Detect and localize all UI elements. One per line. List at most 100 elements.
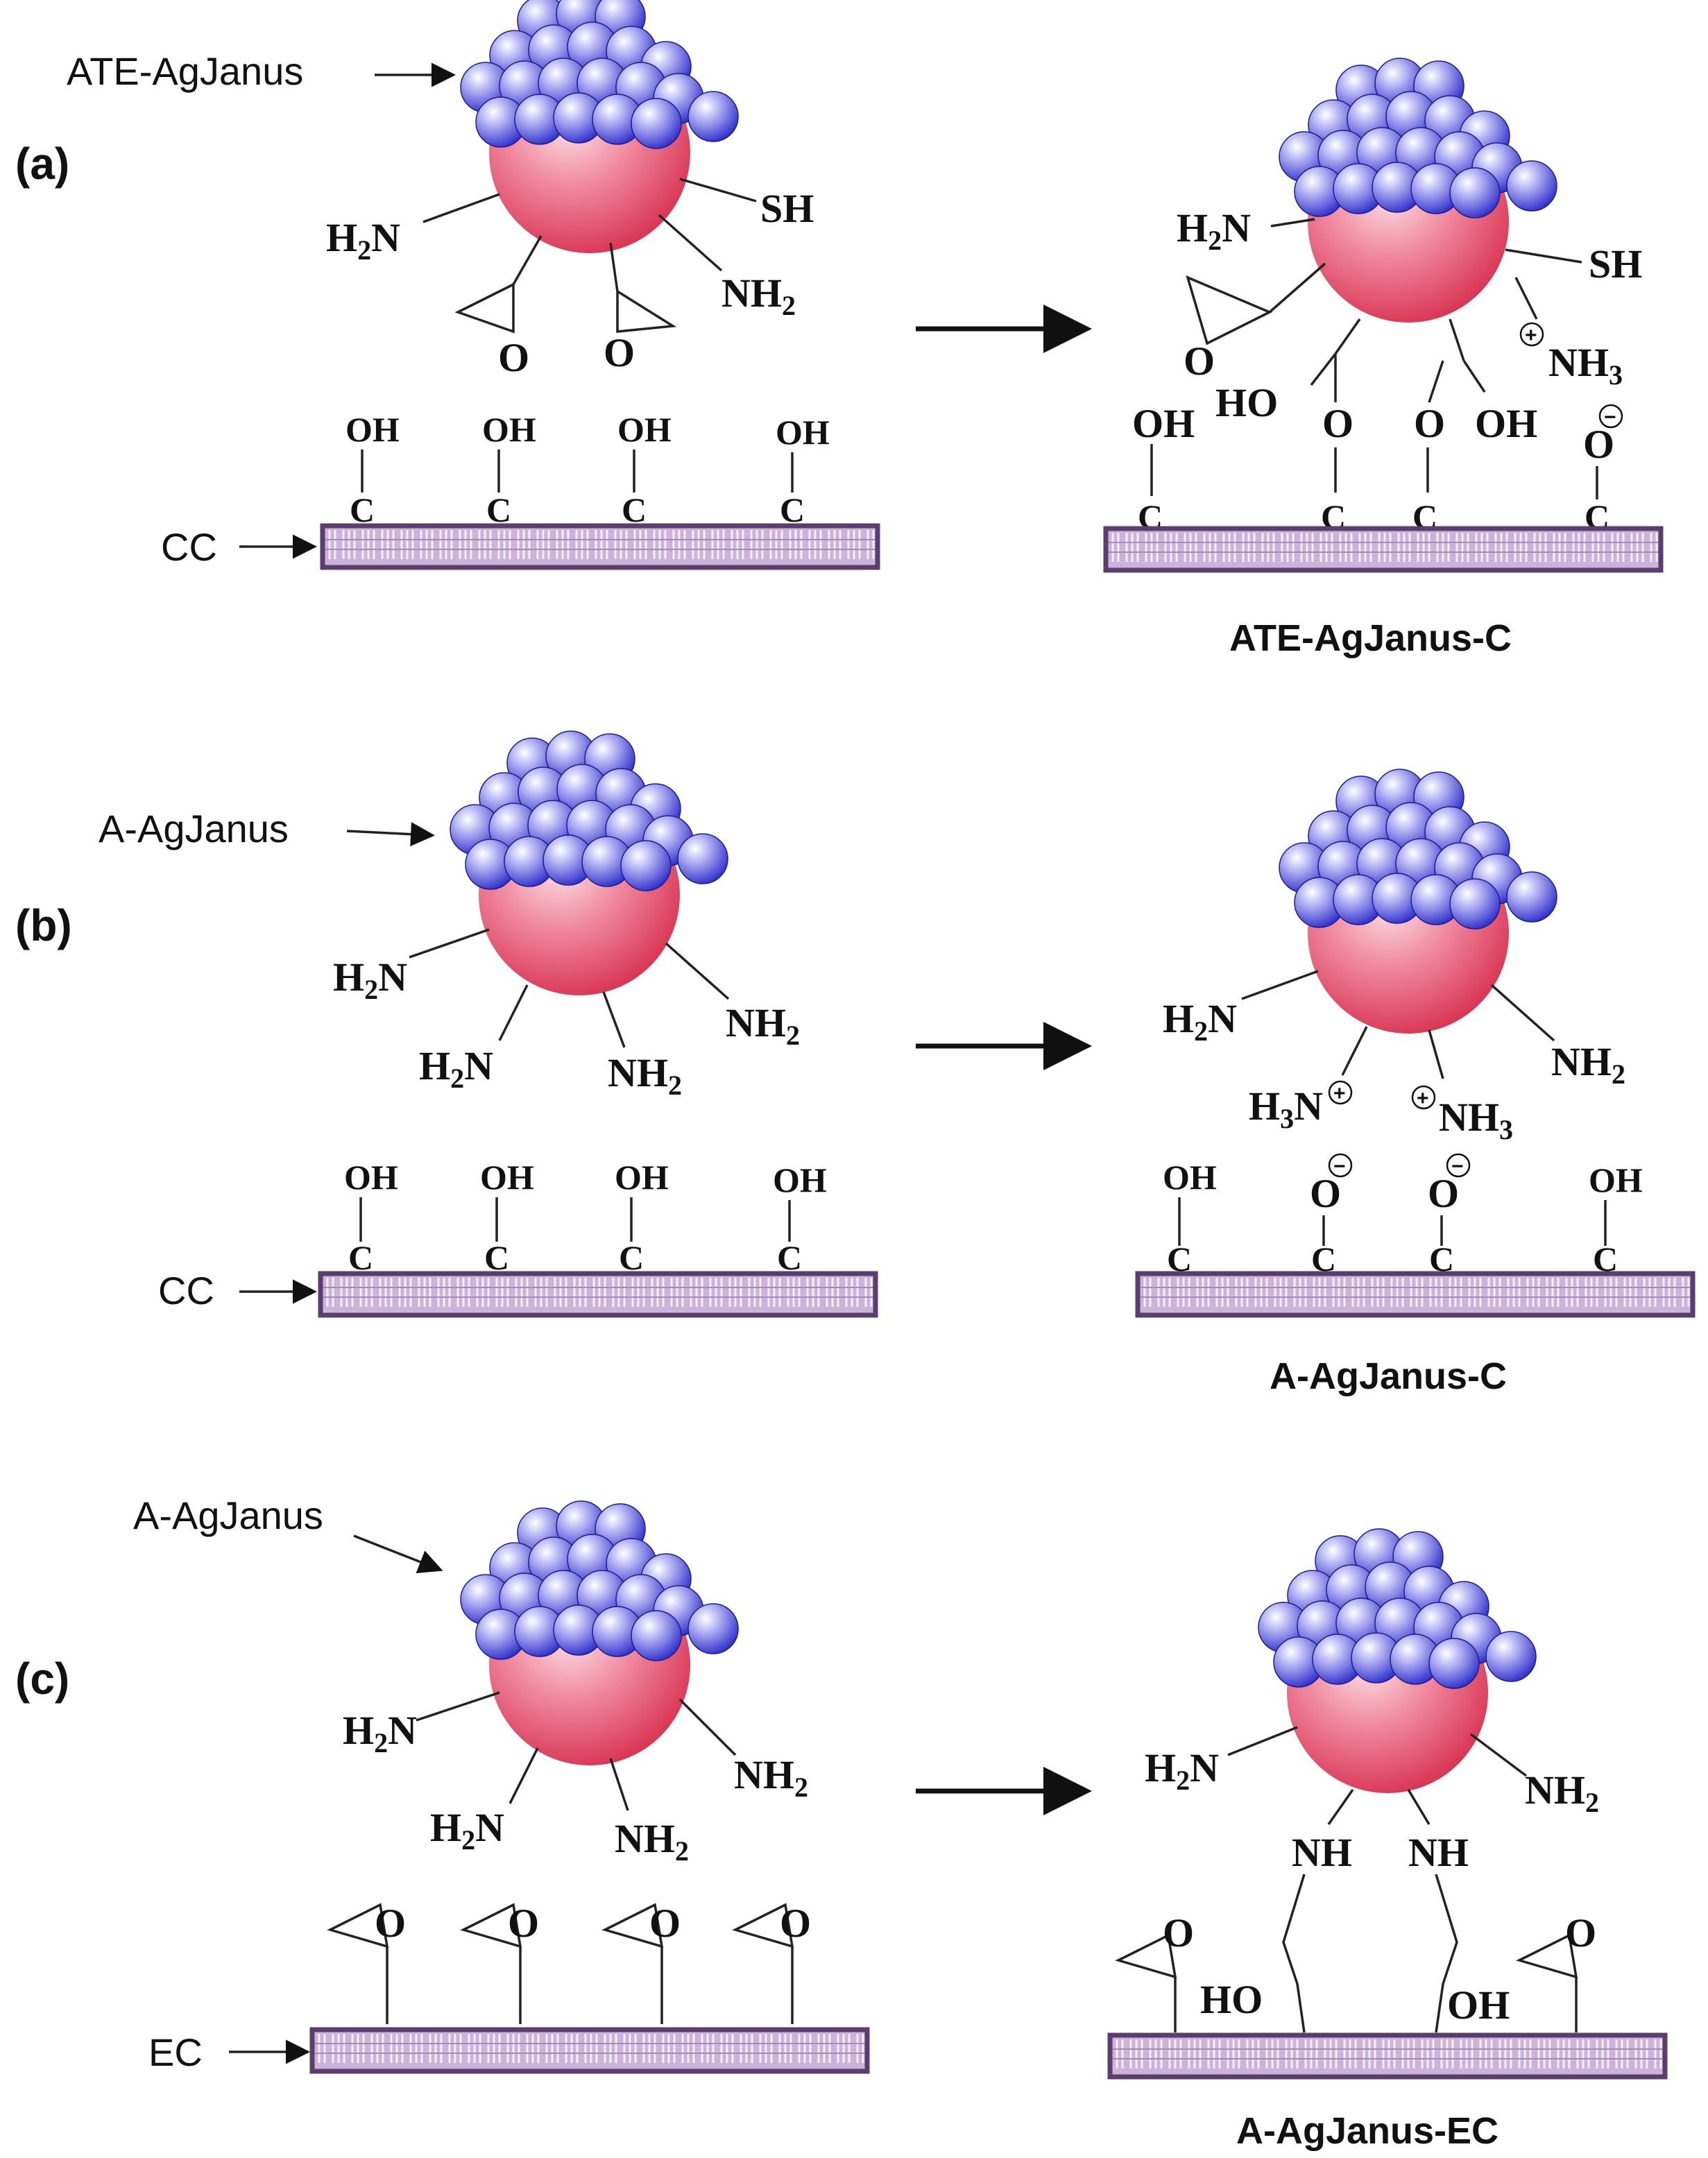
amine-group: NH2 <box>1551 1039 1625 1090</box>
amine-group: H2N <box>419 1043 493 1094</box>
svg-text:OH: OH <box>480 1158 534 1197</box>
svg-text:OH: OH <box>1132 401 1195 446</box>
amine-group: H2N <box>343 1708 417 1758</box>
svg-text:O: O <box>508 1901 539 1946</box>
svg-text:O: O <box>780 1901 811 1946</box>
panel-label: (c) <box>15 1654 69 1704</box>
epoxide-icon: O <box>454 282 529 380</box>
svg-text:OH: OH <box>345 410 400 449</box>
janus-particle-icon <box>460 1500 739 1766</box>
epoxide-icon: O <box>604 289 677 375</box>
amine-group: H2N <box>1163 996 1237 1047</box>
thiol-group: SH <box>1589 241 1642 286</box>
carbon-cloth-substrate-icon <box>323 526 878 567</box>
amine-group: H2N <box>1177 205 1251 256</box>
negative-charge-icon: − <box>1598 404 1623 429</box>
amine-group: NH2 <box>615 1816 689 1867</box>
svg-text:C: C <box>780 490 805 529</box>
epoxy-cloth-substrate-icon <box>312 2030 867 2071</box>
svg-text:O: O <box>1163 1910 1194 1955</box>
panel-label: (b) <box>15 900 72 950</box>
epoxide-sites: O O O O <box>327 1901 811 2024</box>
svg-text:O: O <box>604 330 635 375</box>
svg-text:C: C <box>619 1238 644 1277</box>
svg-text:OH: OH <box>1163 1158 1217 1197</box>
svg-text:HO: HO <box>1215 380 1278 425</box>
amine-group: H2N <box>326 215 400 266</box>
svg-text:O: O <box>1310 1171 1341 1216</box>
reactant-callout: A-AgJanus <box>99 807 289 850</box>
positive-charge-icon: + <box>1411 1085 1436 1110</box>
panel-a: (a) ATE-AgJanus H2N SH NH2 O O C C OH C O… <box>15 0 1661 659</box>
svg-text:OH: OH <box>344 1158 398 1197</box>
substrate-callout: CC <box>158 1269 214 1312</box>
callout-arrow-icon <box>353 1534 443 1574</box>
substrate-callout: EC <box>148 2030 203 2074</box>
imine-group: NH <box>1292 1830 1352 1875</box>
thiol-group: SH <box>760 186 814 231</box>
amine-group: NH2 <box>608 1050 682 1101</box>
janus-particle-icon <box>1279 58 1557 323</box>
svg-text:O: O <box>1414 401 1445 446</box>
product-label: A-AgJanus-EC <box>1236 2110 1498 2152</box>
carbon-cloth-substrate-icon <box>321 1274 876 1315</box>
carbon-cloth-substrate-icon <box>1106 529 1661 570</box>
svg-text:−: − <box>1451 1155 1464 1178</box>
svg-text:OH: OH <box>773 1161 827 1199</box>
positive-charge-icon: + <box>1519 322 1544 347</box>
svg-text:C: C <box>622 490 647 529</box>
svg-text:C: C <box>777 1238 802 1277</box>
svg-text:OH: OH <box>776 413 830 452</box>
panel-label: (a) <box>15 139 69 189</box>
reactant-callout: A-AgJanus <box>133 1493 323 1537</box>
svg-text:C: C <box>348 1238 373 1277</box>
svg-text:O: O <box>1428 1171 1459 1216</box>
svg-text:OH: OH <box>1475 401 1537 446</box>
svg-text:OH: OH <box>615 1158 669 1197</box>
janus-particle-icon <box>1279 769 1557 1034</box>
epoxide-icon: O <box>1184 262 1326 384</box>
imine-group: NH <box>1408 1830 1469 1875</box>
svg-text:OH: OH <box>1447 1983 1510 2028</box>
panel-c: (c) A-AgJanus H2N NH2 H2N NH2 O O O O EC <box>15 1493 1665 2152</box>
callout-arrow-icon <box>346 822 435 847</box>
amine-group: H2N <box>333 954 407 1005</box>
svg-text:OH: OH <box>617 410 672 449</box>
svg-text:C: C <box>484 1238 509 1277</box>
janus-particle-icon <box>460 0 739 254</box>
svg-text:O: O <box>1184 339 1215 384</box>
svg-text:+: + <box>1525 324 1537 347</box>
negative-charge-icon: − <box>1446 1153 1471 1178</box>
janus-particle-icon <box>450 730 728 996</box>
svg-text:+: + <box>1417 1087 1429 1110</box>
amine-group: H2N <box>1145 1745 1219 1796</box>
svg-text:O: O <box>375 1901 406 1946</box>
ammonium-group: H3N <box>1249 1084 1323 1134</box>
svg-text:−: − <box>1333 1155 1346 1178</box>
svg-text:−: − <box>1604 406 1616 429</box>
svg-text:O: O <box>1583 422 1614 467</box>
amine-group: NH2 <box>721 271 796 321</box>
svg-text:O: O <box>649 1901 681 1946</box>
svg-text:O: O <box>1565 1910 1596 1955</box>
svg-text:C: C <box>486 490 511 529</box>
hydroxyl-sites: OH C OH C OH C OH C <box>345 410 830 529</box>
amine-group: NH2 <box>1525 1767 1599 1818</box>
amine-group: NH2 <box>734 1752 808 1803</box>
epoxy-cloth-substrate-icon <box>1110 2035 1665 2077</box>
amine-group: NH2 <box>726 1000 800 1051</box>
amine-group: H2N <box>430 1805 504 1856</box>
hydroxyl-sites: OH C OH C OH C OH C <box>344 1158 827 1277</box>
janus-particle-icon <box>1258 1528 1537 1794</box>
product-label: A-AgJanus-C <box>1270 1355 1507 1397</box>
svg-text:C: C <box>350 490 375 529</box>
ammonium-group: NH3 <box>1439 1095 1513 1145</box>
svg-text:OH: OH <box>482 410 536 449</box>
svg-text:+: + <box>1333 1082 1346 1105</box>
product-label: ATE-AgJanus-C <box>1229 617 1512 659</box>
svg-text:O: O <box>1322 401 1353 446</box>
negative-charge-icon: − <box>1328 1153 1353 1178</box>
panel-b: (b) A-AgJanus H2N NH2 H2N NH2 CC OH C OH… <box>15 730 1693 1397</box>
svg-text:O: O <box>498 335 529 380</box>
reactant-callout: ATE-AgJanus <box>67 49 303 93</box>
